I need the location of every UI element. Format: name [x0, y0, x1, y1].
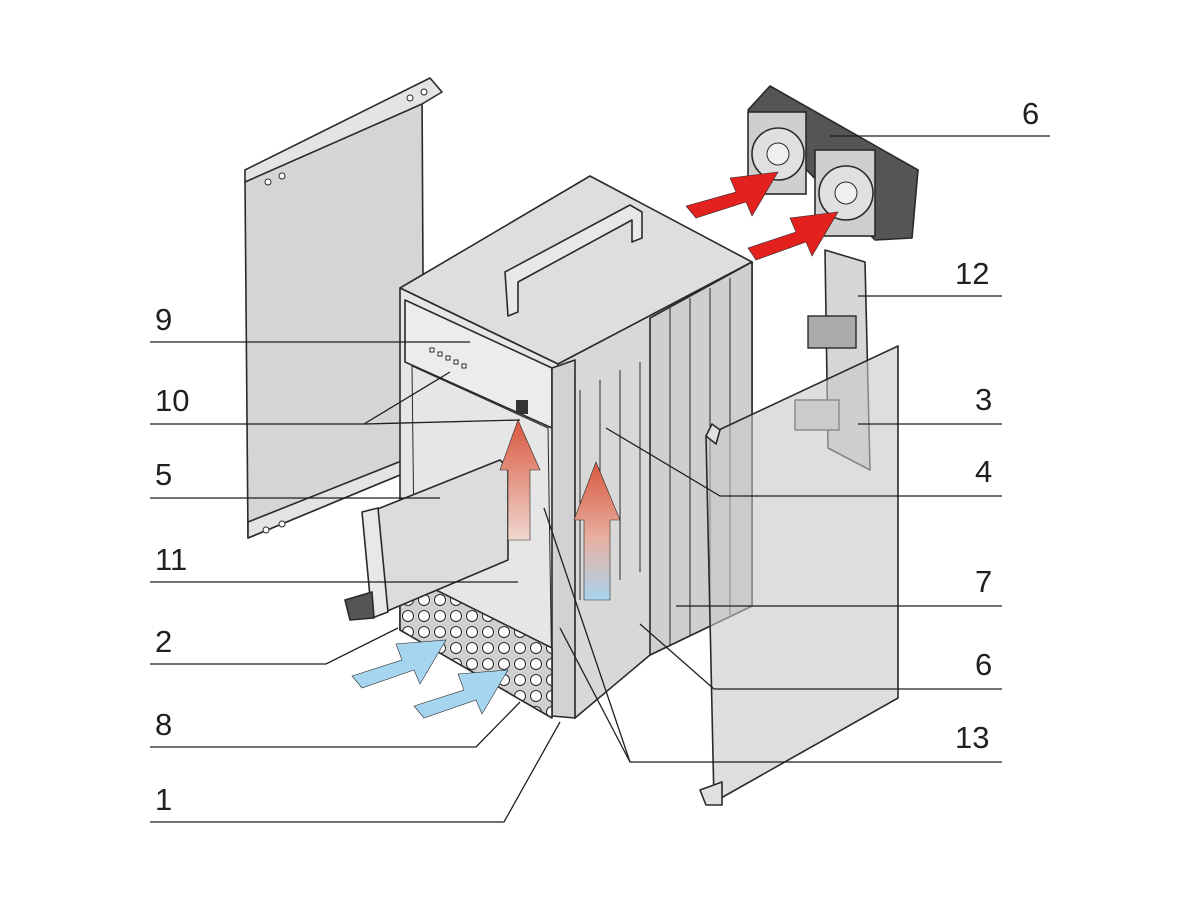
leader-lines: [150, 135, 1050, 823]
callout-2: 2: [155, 624, 172, 659]
callout-8: 8: [155, 707, 172, 742]
leader-10-b: [363, 419, 521, 425]
fan-tray: [747, 85, 919, 241]
callout-3: 3: [975, 382, 992, 417]
air-intake-grille: [399, 571, 553, 719]
leader-2: [150, 627, 399, 665]
callout-12: 12: [955, 256, 989, 291]
callout-13: 13: [955, 720, 989, 755]
power-switch: [516, 400, 528, 414]
intake-airflow-arrows: [351, 639, 509, 719]
callout-labels: 6 12 3 4 7 6 13 9 10 5 11 2 8 1: [155, 96, 1039, 817]
led-indicators: [429, 347, 467, 369]
leader-8: [150, 701, 521, 748]
left-side-panel: [244, 77, 443, 539]
carry-handle: [504, 204, 643, 317]
leader-13-b: [559, 627, 631, 763]
leader-1: [150, 721, 561, 823]
internal-airflow-arrows: [499, 419, 621, 601]
rear-side-panel: [699, 345, 899, 806]
callout-1: 1: [155, 782, 172, 817]
callout-6-bottom: 6: [975, 647, 992, 682]
leader-6-bottom: [639, 623, 1002, 690]
callout-6-top: 6: [1022, 96, 1039, 131]
main-chassis: [399, 175, 753, 719]
callout-4: 4: [975, 454, 992, 489]
callout-7: 7: [975, 564, 992, 599]
leader-4: [605, 427, 1002, 497]
callout-9: 9: [155, 302, 172, 337]
callout-5: 5: [155, 457, 172, 492]
callout-10: 10: [155, 383, 189, 418]
callout-11: 11: [155, 542, 187, 577]
exhaust-airflow-arrows: [685, 171, 839, 261]
